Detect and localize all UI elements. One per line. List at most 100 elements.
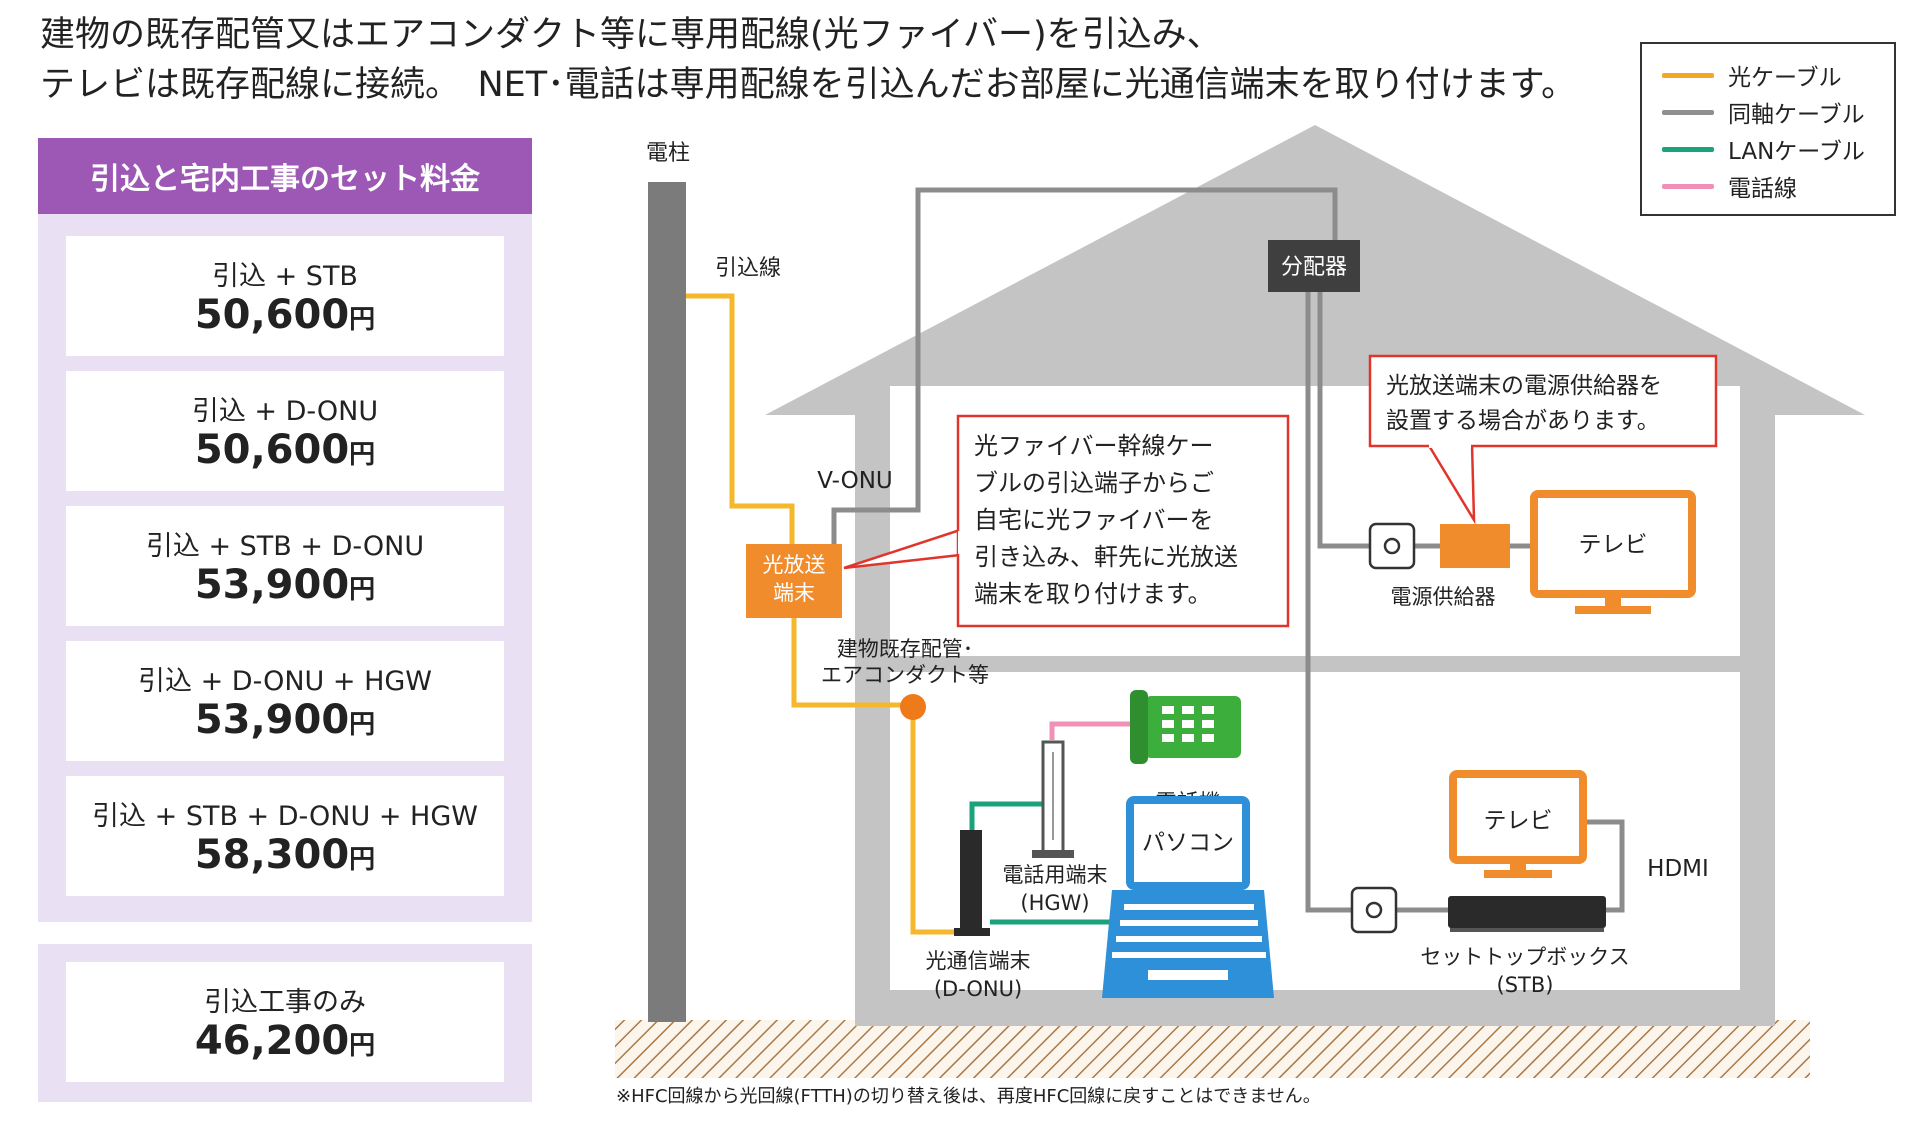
- hgw-stand-icon: [1032, 850, 1074, 858]
- pole-label: 電柱: [646, 141, 690, 166]
- set-price-panel: 引込と宅内工事のセット料金 引込 + STB 50,600円 引込 + D-ON…: [38, 138, 532, 922]
- tv-upper-stand-icon: [1605, 594, 1621, 608]
- dropline-label: 引込線: [715, 256, 781, 281]
- plan-amount: 53,900: [194, 562, 350, 608]
- plan-amount: 50,600: [194, 292, 350, 338]
- tv-wall-socket-upper: [1368, 522, 1416, 570]
- callout-fiber-line1: 光ファイバー幹線ケー: [974, 432, 1214, 460]
- tv-upper-label: テレビ: [1579, 532, 1648, 558]
- cable-legend: 光ケーブル 同軸ケーブル LANケーブル 電話線: [1640, 42, 1896, 216]
- callout-power-line1: 光放送端末の電源供給器を: [1386, 373, 1662, 399]
- plan-yen-unit: 円: [349, 575, 376, 605]
- legend-swatch-phone-line: [1662, 183, 1714, 189]
- utility-pole: [648, 182, 686, 1022]
- lower-floor-room: [890, 672, 1740, 990]
- price-panel-title: 引込と宅内工事のセット料金: [38, 138, 532, 214]
- terminal-label-line1: 光放送: [763, 553, 826, 577]
- laptop-keys-icon: [1112, 904, 1266, 980]
- legend-swatch-lan: [1662, 146, 1714, 152]
- callout-fiber-line5: 端末を取り付けます。: [974, 580, 1212, 608]
- set-top-box-icon: [1448, 896, 1606, 928]
- plan-amount: 53,900: [194, 697, 350, 743]
- optical-broadcast-terminal: [746, 544, 842, 618]
- ground: [615, 1020, 1810, 1078]
- price-card-donu: 引込 + D-ONU 50,600円: [66, 371, 504, 491]
- laptop-icon: [1126, 796, 1250, 890]
- phone-line: [1049, 721, 1145, 740]
- legend-item-lan: LANケーブル: [1662, 132, 1865, 166]
- price-card-dropline-only: 引込工事のみ 46,200円: [66, 962, 504, 1082]
- d-onu-device-icon: [960, 830, 982, 930]
- coax-trunk: [831, 187, 1338, 550]
- plan-yen-unit: 円: [349, 710, 376, 740]
- callout-fiber-line3: 自宅に光ファイバーを: [974, 506, 1214, 534]
- plan-price: 50,600円: [66, 292, 504, 338]
- tv-lower-label: テレビ: [1484, 808, 1553, 834]
- coax-lower-branch: [1305, 292, 1352, 913]
- price-card-stb: 引込 + STB 50,600円: [66, 236, 504, 356]
- hgw-label-line2: (HGW): [1020, 891, 1089, 915]
- optical-cable-dropline: [686, 293, 795, 544]
- legend-label-coax: 同軸ケーブル: [1728, 102, 1865, 128]
- hdmi-cable: [1583, 819, 1625, 913]
- plan-amount: 50,600: [194, 427, 350, 473]
- plan-price: 58,300円: [66, 832, 504, 878]
- callout-fiber-line4: 引き込み、軒先に光放送: [974, 543, 1238, 571]
- plan-yen-unit: 円: [349, 845, 376, 875]
- socket-connector-icon: [1383, 537, 1401, 555]
- hgw-label-line1: 電話用端末: [1003, 863, 1108, 887]
- legend-item-optical: 光ケーブル: [1662, 58, 1842, 92]
- existing-pipe-label-line1: 建物既存配管･: [837, 637, 974, 661]
- plan-label: 引込 + D-ONU: [191, 396, 379, 427]
- plan-price: 50,600円: [66, 427, 504, 473]
- callout-power-box: [1368, 354, 1718, 448]
- set-top-box-base-icon: [1450, 928, 1604, 932]
- legend-swatch-coax: [1662, 109, 1714, 115]
- callout-fiber-line2: ブルの引込端子からご: [974, 469, 1214, 497]
- plan-price: 53,900円: [66, 697, 504, 743]
- tv-lower-base-icon: [1484, 870, 1552, 878]
- stb-label-line1: セットトップボックス: [1420, 945, 1629, 969]
- callout-fiber-box: [956, 414, 1290, 628]
- d-onu-stand-icon: [954, 928, 990, 936]
- headline-line-2: テレビは既存配線に接続。 NET･電話は専用配線を引込んだお部屋に光通信端末を取…: [40, 65, 1577, 105]
- laptop-label: パソコン: [1142, 830, 1234, 856]
- telephone-handset-icon: [1130, 690, 1148, 764]
- laptop-keyboard-icon: [1102, 890, 1274, 998]
- plan-label: 引込 + STB + D-ONU: [145, 531, 425, 562]
- legend-item-coax: 同軸ケーブル: [1662, 95, 1865, 129]
- lan-cable-hgw: [969, 801, 1052, 830]
- dropline-only-panel: 引込工事のみ 46,200円: [38, 944, 532, 1102]
- plan-yen-unit: 円: [349, 1031, 376, 1061]
- plan-price: 53,900円: [66, 562, 504, 608]
- plan-amount: 46,200: [194, 1018, 350, 1064]
- socket-connector-icon: [1365, 901, 1383, 919]
- terminal-label-line2: 端末: [773, 581, 815, 605]
- plan-yen-unit: 円: [349, 305, 376, 335]
- legend-swatch-optical: [1662, 72, 1714, 78]
- telephone-keypad-icon: [1162, 706, 1214, 742]
- price-card-stb-donu: 引込 + STB + D-ONU 53,900円: [66, 506, 504, 626]
- stb-label-line2: (STB): [1497, 973, 1554, 997]
- price-card-donu-hgw: 引込 + D-ONU + HGW 53,900円: [66, 641, 504, 761]
- wall-outlet-conduit: [900, 694, 926, 720]
- plan-amount: 58,300: [194, 832, 350, 878]
- d-onu-label-line1: 光通信端末: [926, 949, 1031, 973]
- power-supply-label: 電源供給器: [1391, 585, 1496, 609]
- footnote: ※HFC回線から光回線(FTTH)の切り替え後は、再度HFC回線に戻すことはでき…: [616, 1086, 1321, 1107]
- legend-label-optical: 光ケーブル: [1728, 65, 1842, 91]
- plan-price: 46,200円: [66, 1018, 504, 1064]
- plan-label: 引込 + D-ONU + HGW: [138, 666, 432, 697]
- legend-item-phone-line: 電話線: [1662, 169, 1797, 203]
- v-onu-label: V-ONU: [817, 468, 892, 494]
- callout-power-line2: 設置する場合があります。: [1386, 408, 1660, 434]
- legend-label-lan: LANケーブル: [1728, 139, 1865, 165]
- d-onu-label-line2: (D-ONU): [934, 977, 1022, 1001]
- price-card-stb-donu-hgw: 引込 + STB + D-ONU + HGW 58,300円: [66, 776, 504, 896]
- plan-label: 引込工事のみ: [204, 987, 366, 1018]
- plan-label: 引込 + STB: [212, 261, 358, 292]
- legend-label-phone-line: 電話線: [1728, 176, 1797, 202]
- plan-yen-unit: 円: [349, 440, 376, 470]
- house-wiring-diagram: 電柱 引込線 V-ONU 分配器 光放送 端末 光ファイバー幹線ケー ブルの引込…: [615, 125, 1865, 1078]
- splitter-label: 分配器: [1281, 255, 1347, 280]
